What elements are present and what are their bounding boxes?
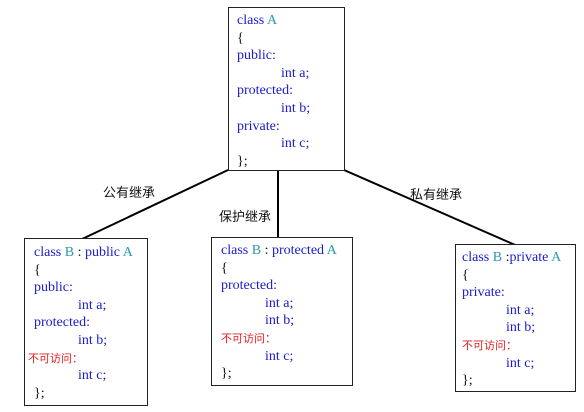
member-b: int b; bbox=[281, 100, 311, 116]
open-brace: { bbox=[237, 30, 244, 46]
edge-private bbox=[343, 169, 523, 249]
class-name: A bbox=[266, 13, 278, 28]
public-label: public: bbox=[34, 280, 73, 296]
class-keyword: class bbox=[34, 245, 62, 260]
class-name: B bbox=[64, 245, 75, 260]
class-b-header: class B : protected A bbox=[221, 242, 352, 260]
class-b-header: class B : public A bbox=[34, 244, 147, 262]
private-label: private: bbox=[237, 118, 280, 134]
public-label: public: bbox=[237, 48, 276, 64]
class-name: B bbox=[251, 243, 262, 258]
private-label: private: bbox=[462, 285, 505, 301]
edge-public bbox=[79, 169, 229, 241]
base-name: A bbox=[326, 243, 337, 258]
protected-label: protected: bbox=[221, 278, 277, 294]
protected-label: protected: bbox=[34, 315, 90, 331]
close-brace: }; bbox=[462, 373, 473, 389]
close-brace: }; bbox=[221, 366, 232, 382]
open-brace: { bbox=[34, 262, 41, 278]
class-b-protected-box: class B : protected A { protected: int a… bbox=[211, 237, 353, 386]
member-c: int c; bbox=[265, 348, 294, 364]
close-brace: }; bbox=[34, 385, 45, 401]
member-c: int c; bbox=[281, 136, 310, 152]
member-a: int a; bbox=[281, 65, 310, 81]
class-keyword: class bbox=[221, 243, 249, 258]
close-brace: }; bbox=[237, 153, 248, 169]
member-a: int a; bbox=[265, 295, 294, 311]
access-specifier: private bbox=[509, 250, 549, 265]
member-a: int a; bbox=[506, 302, 535, 318]
colon: : bbox=[261, 243, 272, 258]
class-a-box: class A { public: int a; protected: int … bbox=[228, 7, 345, 171]
member-b: int b; bbox=[265, 313, 295, 329]
class-keyword: class bbox=[237, 13, 265, 28]
inaccessible-label: 不可访问： bbox=[462, 338, 517, 352]
colon: : bbox=[74, 245, 85, 260]
class-b-public-box: class B : public A { public: int a; prot… bbox=[24, 238, 148, 406]
inaccessible-label: 不可访问： bbox=[28, 351, 83, 365]
access-specifier: public bbox=[84, 245, 120, 260]
inaccessible-label: 不可访问： bbox=[221, 331, 276, 345]
member-b: int b; bbox=[506, 320, 536, 336]
class-a-header: class A bbox=[237, 12, 344, 30]
edge-label-private: 私有继承 bbox=[410, 188, 463, 203]
member-c: int c; bbox=[506, 355, 535, 371]
class-keyword: class bbox=[462, 250, 490, 265]
open-brace: { bbox=[462, 267, 469, 283]
member-a: int a; bbox=[78, 297, 107, 313]
class-name: B bbox=[492, 250, 503, 265]
open-brace: { bbox=[221, 260, 228, 276]
edge-label-public: 公有继承 bbox=[103, 186, 156, 201]
member-b: int b; bbox=[78, 332, 108, 348]
base-name: A bbox=[122, 245, 133, 260]
class-b-header: class B :private A bbox=[462, 249, 575, 267]
access-specifier: protected bbox=[271, 243, 325, 258]
edge-label-protected: 保护继承 bbox=[219, 210, 272, 225]
protected-label: protected: bbox=[237, 83, 293, 99]
base-name: A bbox=[551, 250, 562, 265]
member-c: int c; bbox=[78, 368, 107, 384]
colon: : bbox=[502, 250, 510, 265]
class-b-private-box: class B :private A { private: int a; int… bbox=[455, 244, 576, 392]
